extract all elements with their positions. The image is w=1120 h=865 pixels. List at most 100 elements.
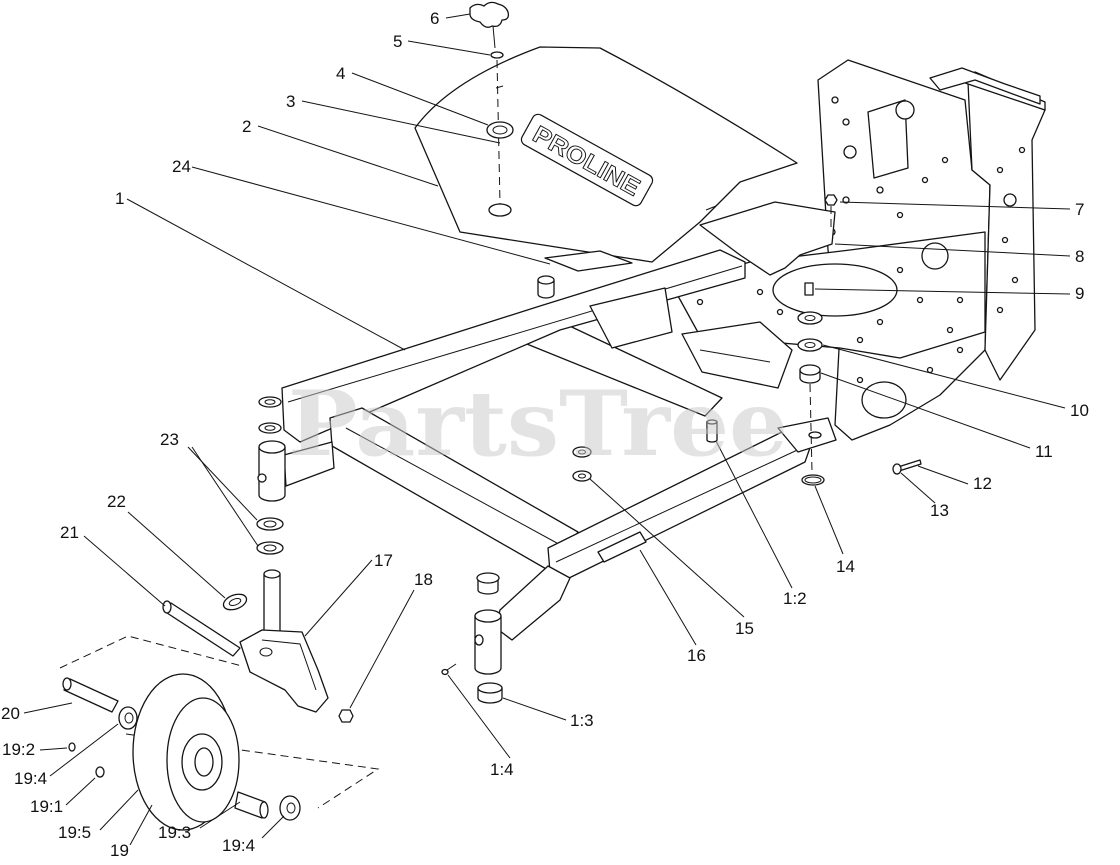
leader-10: [822, 344, 1066, 409]
mounting-hole: [831, 96, 839, 104]
leader-11: [820, 372, 1031, 449]
frame-decal: [597, 531, 647, 563]
mounting-hole: [946, 326, 954, 334]
frame-pin: [706, 421, 718, 443]
leader-19-2: [39, 747, 68, 751]
wheel-grease-fitting: [68, 742, 76, 752]
callout-19-4-right: 19:4: [222, 836, 255, 855]
mounting-hole: [1018, 146, 1026, 154]
upper-washer-hole: [264, 399, 276, 405]
mounting-hole: [842, 196, 850, 204]
mounting-hole: [756, 288, 764, 296]
axle-tube: [63, 678, 119, 713]
callout-13: 13: [930, 501, 949, 520]
hood-bracket: [699, 201, 836, 276]
hood-hole: [488, 203, 512, 217]
callout-9: 9: [1075, 284, 1084, 303]
callout-19-5: 19:5: [58, 823, 91, 842]
leader-2: [257, 125, 439, 187]
bearing-right: [279, 795, 301, 821]
leader-18: [349, 589, 415, 709]
leader-6: [445, 13, 471, 19]
mounting-hole: [921, 242, 949, 270]
leader-1-2: [715, 440, 793, 589]
upper-washer: [258, 422, 282, 434]
frame-tab-plate: [777, 417, 837, 453]
pivot-washer: [797, 311, 823, 325]
leader-1: [126, 198, 406, 351]
fork-body-edge: [261, 639, 317, 691]
callout-6: 6: [430, 9, 439, 28]
floor-cutout: [772, 263, 898, 317]
mounting-hole: [895, 100, 915, 120]
callout-22: 22: [107, 492, 126, 511]
mounting-holes: [696, 96, 1026, 384]
rear-mount-bracket: [929, 67, 1041, 105]
frame-washer: [572, 470, 592, 482]
callout-10: 10: [1070, 401, 1089, 420]
mounting-hole: [1001, 236, 1009, 244]
frame-stud-top: [537, 275, 555, 285]
lower-crossmember-edge: [699, 349, 771, 363]
mounting-hole: [876, 186, 884, 194]
right-tube-port: [474, 634, 484, 646]
pivot-stack-guide: [809, 383, 813, 473]
callout-7: 7: [1075, 200, 1084, 219]
callout-3: 3: [286, 92, 295, 111]
mounting-hole: [941, 156, 949, 164]
upper-washer: [258, 396, 282, 408]
fork-body: [239, 629, 329, 713]
left-caster-tube-top: [258, 440, 286, 454]
mounting-hole: [876, 318, 884, 326]
leader-23-a: [187, 446, 258, 521]
callout-23: 23: [160, 430, 179, 449]
leader-1-3: [502, 697, 567, 721]
leader-19-3: [199, 801, 241, 829]
left-caster-tube: [258, 446, 286, 502]
leader-1-4: [447, 674, 511, 759]
callout-19-3: 19:3: [158, 823, 191, 842]
leader-19-5: [99, 789, 139, 831]
fork-axle-hole: [259, 647, 273, 657]
leader-19: [129, 804, 153, 846]
leader-16: [639, 549, 697, 646]
leader-20: [23, 702, 73, 714]
thrust-washer-hole: [263, 544, 277, 552]
leader-17: [304, 559, 373, 637]
right-caster-tube: [474, 615, 502, 675]
right-caster-pivot: [441, 572, 503, 704]
valve-stem: [95, 766, 105, 778]
callout-18: 18: [414, 570, 433, 589]
leader-21: [83, 535, 166, 607]
hairpin-clip: [222, 593, 248, 611]
mounting-hole: [921, 176, 929, 184]
side-screw-washer: [892, 463, 902, 475]
callout-24: 24: [172, 157, 191, 176]
bearing-left: [118, 706, 138, 730]
watermark-text: PartsTree: [288, 371, 788, 477]
leader-14: [814, 485, 844, 555]
frame-washer: [572, 446, 592, 458]
mounting-hole: [896, 211, 904, 219]
callout-11: 11: [1035, 442, 1053, 461]
leader-3: [301, 100, 501, 144]
bottom-bushing-flange: [477, 682, 503, 694]
leader-22: [127, 511, 226, 599]
callout-1-2: 1:2: [783, 589, 807, 608]
caster-fork: [239, 569, 329, 713]
leader-8: [834, 243, 1071, 257]
callout-19: 19: [110, 841, 129, 860]
pivot-washer-hole: [804, 342, 816, 348]
leader-lines: [23, 13, 1071, 846]
callout-19-2: 19:2: [2, 740, 35, 759]
leader-5: [407, 40, 491, 56]
right-side-plate: [967, 81, 1046, 381]
grease-fitting: [441, 668, 449, 676]
leader-15: [589, 478, 745, 618]
frame-washer-hole: [578, 449, 586, 455]
callout-1-3: 1:3: [570, 711, 594, 730]
leader-13: [900, 472, 936, 504]
callout-4: 4: [336, 64, 345, 83]
axle-tube-end: [62, 677, 72, 691]
pivot-washer-hole: [804, 315, 816, 321]
